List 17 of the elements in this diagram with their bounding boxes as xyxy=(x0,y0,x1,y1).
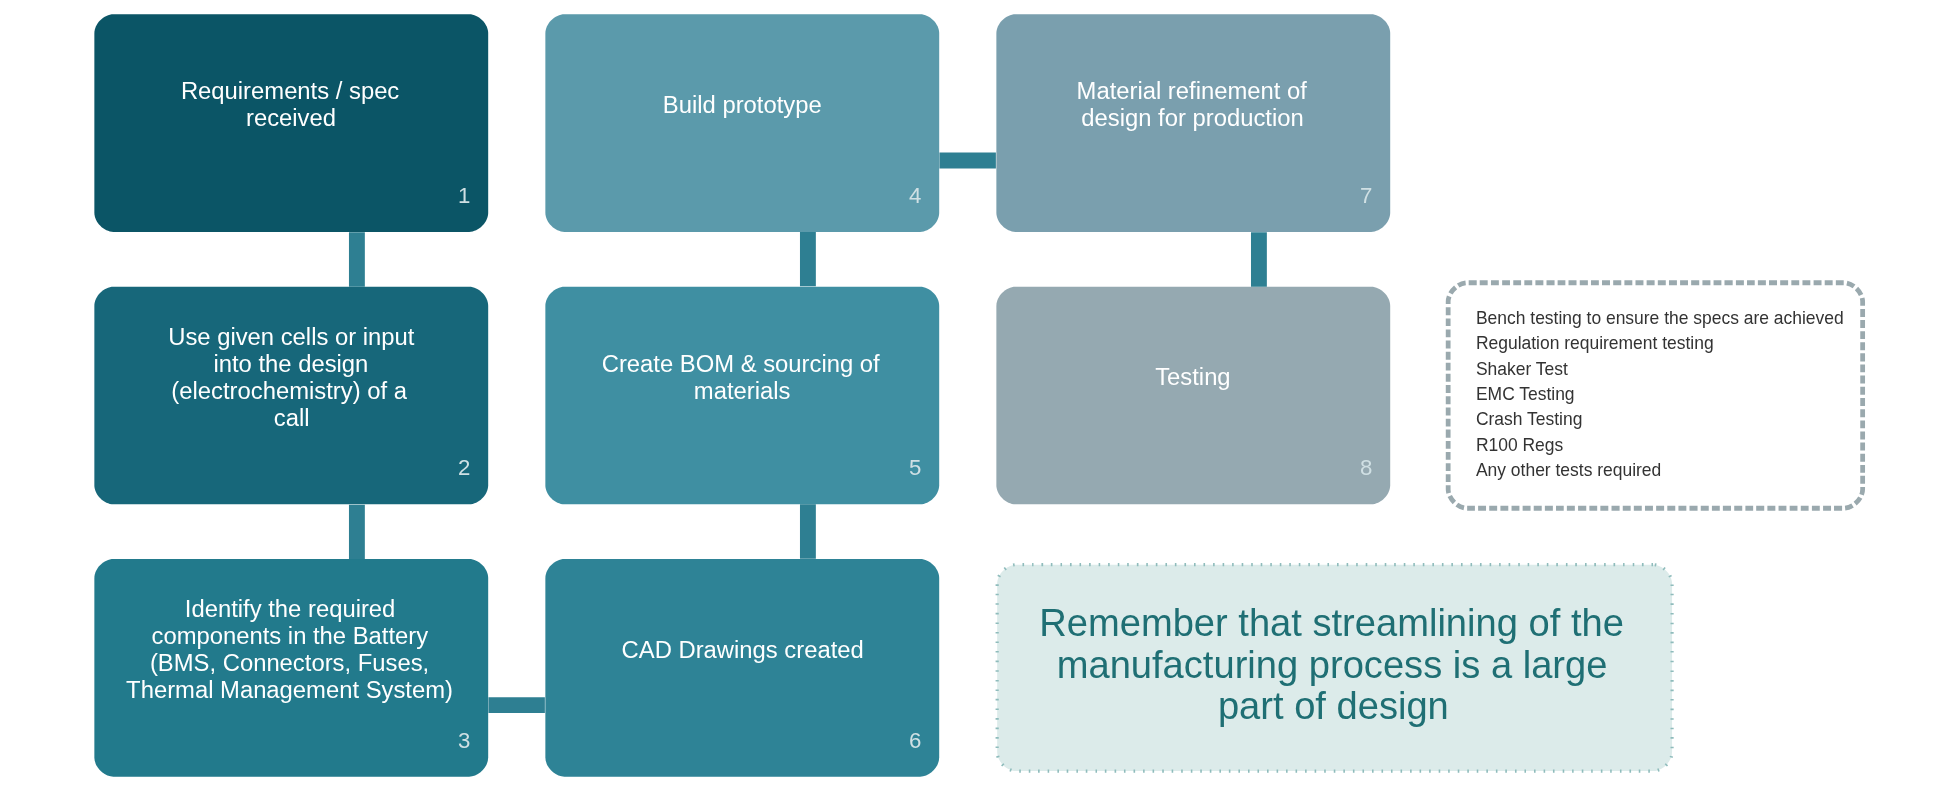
node-box: Build prototype 4 xyxy=(545,14,940,232)
connector xyxy=(799,504,816,559)
node-box: Identify the required components in the Battery (BMS, Connectors, Fuses, Thermal Management System) 3 xyxy=(94,559,489,777)
node-box: Bench testing to ensure the specs are achieved Regulation requirement testing Shaker Test EMC Testing Crash Testing R100 Regs Any other tests required xyxy=(1445,280,1866,511)
node-box: Testing 8 xyxy=(996,286,1391,505)
node-box: Use given cells or input into the design (electrochemistry) of a call 2 xyxy=(94,286,489,505)
connector xyxy=(488,697,545,714)
node-box: CAD Drawings created 6 xyxy=(545,559,940,777)
node-box: Remember that streamlining of the manufacturing process is a large part of design xyxy=(995,563,1674,773)
connector xyxy=(348,232,365,287)
node-box: Create BOM & sourcing of materials 5 xyxy=(545,286,940,505)
connector xyxy=(348,504,365,560)
connector xyxy=(1251,232,1267,287)
connector xyxy=(799,231,816,287)
node-box: Requirements / spec received 1 xyxy=(94,14,489,232)
connector xyxy=(939,152,996,169)
node-box: Material refinement of design for production 7 xyxy=(996,14,1391,232)
